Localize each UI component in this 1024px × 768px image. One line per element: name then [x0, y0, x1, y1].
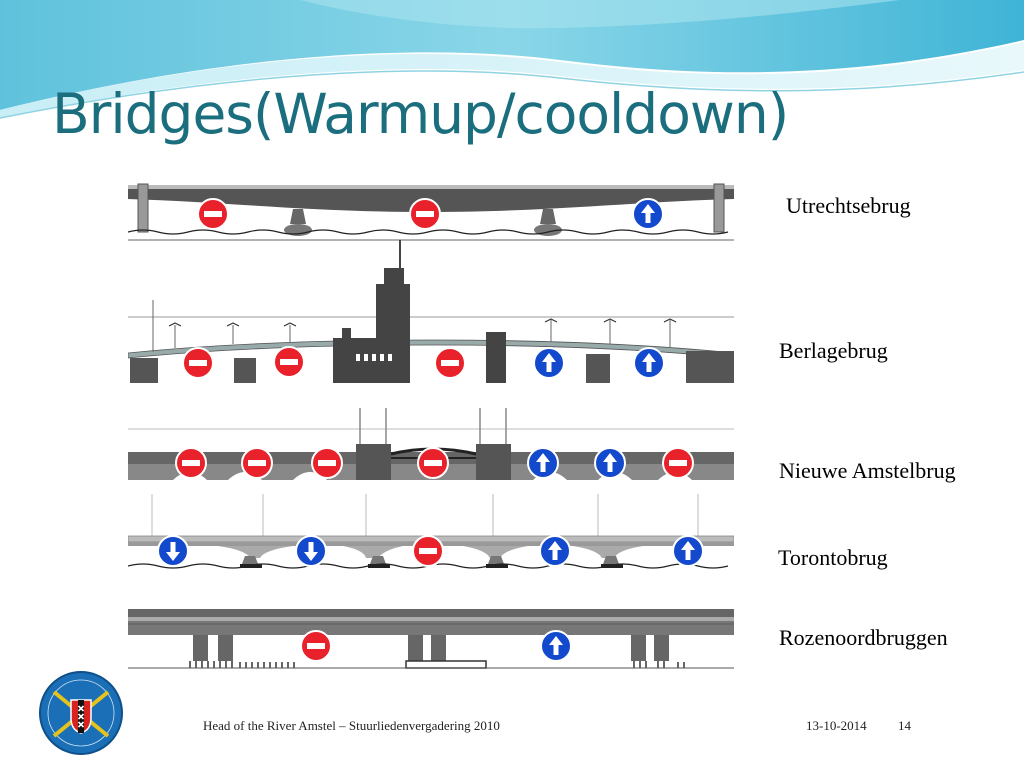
- footer-date: 13-10-2014: [806, 718, 867, 733]
- bridge-label-rozenoordbruggen: Rozenoordbruggen: [779, 625, 948, 650]
- bridge-label-torontobrug: Torontobrug: [778, 545, 888, 570]
- bridge-label-berlagebrug: Berlagebrug: [779, 338, 888, 363]
- direction-down-sign-icon: [295, 535, 327, 567]
- bridge-drawing-rozenoordbruggen: [128, 609, 734, 669]
- no-entry-sign-icon: [182, 347, 214, 379]
- no-entry-sign-icon: [273, 346, 305, 378]
- no-entry-sign-icon: [175, 447, 207, 479]
- bridge-label-utrechtsebrug: Utrechtsebrug: [786, 193, 911, 218]
- bridge-drawing-utrechtsebrug: [128, 183, 734, 241]
- direction-up-sign-icon: [632, 198, 664, 230]
- no-entry-sign-icon: [197, 198, 229, 230]
- direction-up-sign-icon: [633, 347, 665, 379]
- no-entry-sign-icon: [662, 447, 694, 479]
- direction-up-sign-icon: [594, 447, 626, 479]
- no-entry-sign-icon: [311, 447, 343, 479]
- direction-up-sign-icon: [540, 630, 572, 662]
- no-entry-sign-icon: [300, 630, 332, 662]
- bridge-label-nieuwe-amstelbrug: Nieuwe Amstelbrug: [779, 458, 956, 483]
- direction-up-sign-icon: [527, 447, 559, 479]
- no-entry-sign-icon: [412, 535, 444, 567]
- no-entry-sign-icon: [241, 447, 273, 479]
- no-entry-sign-icon: [417, 447, 449, 479]
- no-entry-sign-icon: [434, 347, 466, 379]
- direction-up-sign-icon: [672, 535, 704, 567]
- direction-up-sign-icon: [533, 347, 565, 379]
- rowing-club-crest-icon: [39, 671, 123, 755]
- header-wave-decoration: [0, 0, 1024, 119]
- bridge-drawing-berlagebrug: [128, 240, 734, 383]
- direction-up-sign-icon: [539, 535, 571, 567]
- footer-text: Head of the River Amstel – Stuurliedenve…: [203, 718, 500, 733]
- bridge-drawing-torontobrug: [128, 494, 734, 569]
- direction-down-sign-icon: [157, 535, 189, 567]
- slide-title: Bridges(Warmup/cooldown): [52, 82, 789, 146]
- page-number: 14: [898, 718, 911, 733]
- no-entry-sign-icon: [409, 198, 441, 230]
- bridge-drawing-nieuwe-amstelbrug: [128, 408, 734, 480]
